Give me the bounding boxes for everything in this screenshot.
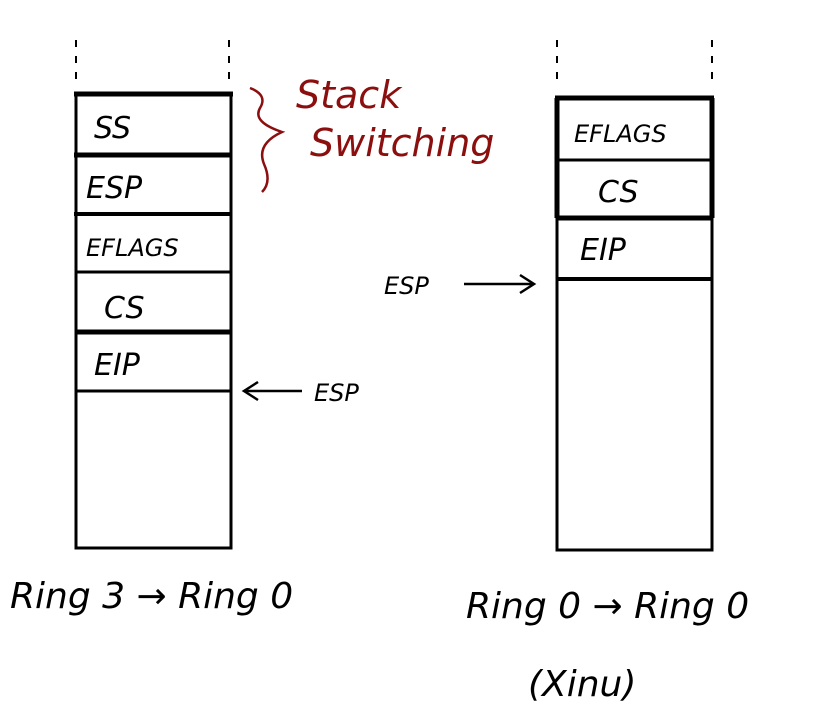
right-cell-eflags: EFLAGS <box>574 120 667 148</box>
left-cell-eip: EIP <box>94 348 141 383</box>
right-stack-frame <box>555 95 714 552</box>
left-cell-cs: CS <box>104 291 145 326</box>
left-stack-frame <box>74 91 233 550</box>
right-stack: EFLAGS CS EIP ESP Ring 0 → Ring 0 (Xinu) <box>384 40 749 705</box>
right-esp-label: ESP <box>384 272 429 300</box>
right-caption: Ring 0 → Ring 0 <box>466 586 749 627</box>
left-esp-arrowhead <box>241 380 259 402</box>
left-cell-esp: ESP <box>86 171 143 206</box>
right-cell-cs: CS <box>598 175 639 210</box>
right-esp-arrowhead <box>519 273 537 295</box>
left-cell-eflags: EFLAGS <box>86 234 179 262</box>
right-subcaption: (Xinu) <box>528 664 636 705</box>
stack-switching-label-line2: Switching <box>310 121 494 165</box>
stack-switching-brace <box>249 86 286 193</box>
stack-switching-label-line1: Stack <box>296 73 403 117</box>
left-stack: SS ESP EFLAGS CS EIP ESP Stack Switching… <box>10 40 494 617</box>
left-caption: Ring 3 → Ring 0 <box>10 576 293 617</box>
left-esp-label: ESP <box>314 379 359 407</box>
right-cell-eip: EIP <box>580 233 627 268</box>
left-cell-ss: SS <box>94 111 131 146</box>
